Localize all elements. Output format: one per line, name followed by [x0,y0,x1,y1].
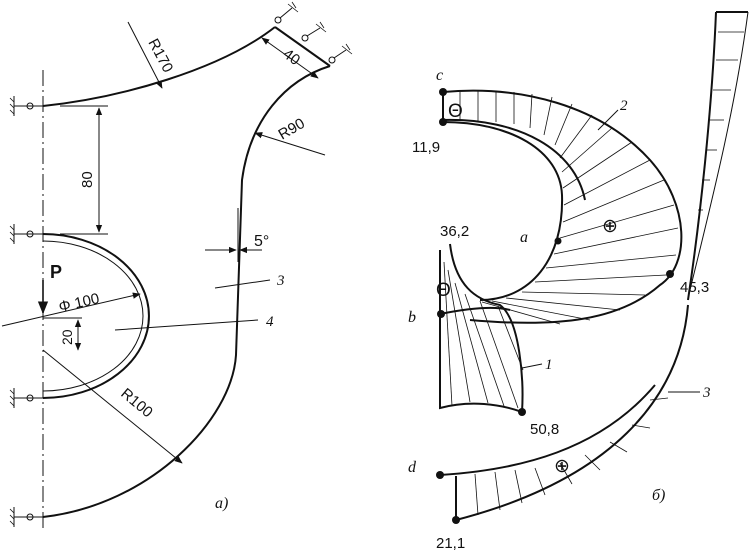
hatching-right [698,31,744,211]
caption-a: а) [215,495,228,512]
point-453-dot [666,270,674,278]
support-lower-left [9,388,43,408]
base-arc-inner [442,121,564,301]
diagram-2-outer [442,89,683,324]
point-d-dot [436,471,444,479]
h80-label: 80 [79,171,96,188]
value-36-2: 36,2 [440,223,469,240]
support-bottom-left [9,507,43,527]
label-a: a [520,229,528,246]
diagram-3-base [439,384,656,476]
point-b-dot [437,310,445,318]
r170-label: R170 [144,36,176,76]
callout-3-leader [214,279,271,289]
hatching-1 [443,261,524,409]
curve-2-leader [597,109,619,131]
outer-contour [42,26,331,518]
off20-label: 20 [59,329,75,345]
sign-plus-bottom: ⊕ [554,456,570,477]
inner-ring-inner [42,240,144,392]
point-119-dot [439,118,447,126]
r90-leader [254,132,326,156]
diagram-1-base [439,250,523,413]
sign-minus-top: Θ [448,101,463,122]
callout-4-leader [114,319,259,331]
point-211-dot [452,516,460,524]
part-a-drawing: R170 40 R90 80 5° P Φ 100 20 R100 3 [1,1,353,530]
diagram-1-outer [449,243,524,413]
sign-plus-middle: ⊕ [602,216,618,237]
support-top-left [9,96,43,116]
curve-2-label: 2 [620,98,628,114]
r100-line [42,349,183,464]
value-50-8: 50,8 [530,421,559,438]
r170-leader [127,21,163,89]
point-a-dot [554,237,562,245]
label-d: d [408,459,417,476]
label-b: b [408,309,416,326]
callout-4-label: 4 [266,314,274,330]
r90-label: R90 [276,115,308,143]
support-top-right-3 [328,43,353,64]
support-mid-left [9,224,43,244]
hatching-2 [459,91,679,325]
value-21-1: 21,1 [436,535,465,551]
support-top-right-2 [301,21,327,42]
right-diagram-slope [689,11,749,291]
dia100-line [1,292,141,327]
curve-1-leader [521,363,543,369]
support-top-right-1 [274,1,299,24]
label-c: c [436,67,443,84]
dia100-label: Φ 100 [57,290,101,316]
diagram-3-outer [455,304,689,521]
value-45-3: 45,3 [680,279,709,296]
w40-dim [261,37,319,79]
value-11-9: 11,9 [412,139,440,156]
ang5-label: 5° [254,233,269,250]
b-line [439,306,511,315]
hatching-3 [474,397,669,516]
curve-3-label: 3 [702,385,711,401]
sign-minus-left: Θ [436,280,451,301]
curve-1-label: 1 [545,357,553,373]
inner-ring-outer [42,233,150,399]
point-508-dot [518,408,526,416]
w40-label: 40 [280,45,303,69]
part-b-drawing: c a b d 11,9 36,2 45,3 50,8 21,1 2 1 3 Θ… [408,11,749,551]
callout-3-label: 3 [276,273,285,289]
caption-b: б) [652,487,665,504]
point-c-dot [439,88,447,96]
base-arc-top [442,118,586,201]
force-label: P [50,262,62,282]
right-diagram-outer [687,11,717,301]
